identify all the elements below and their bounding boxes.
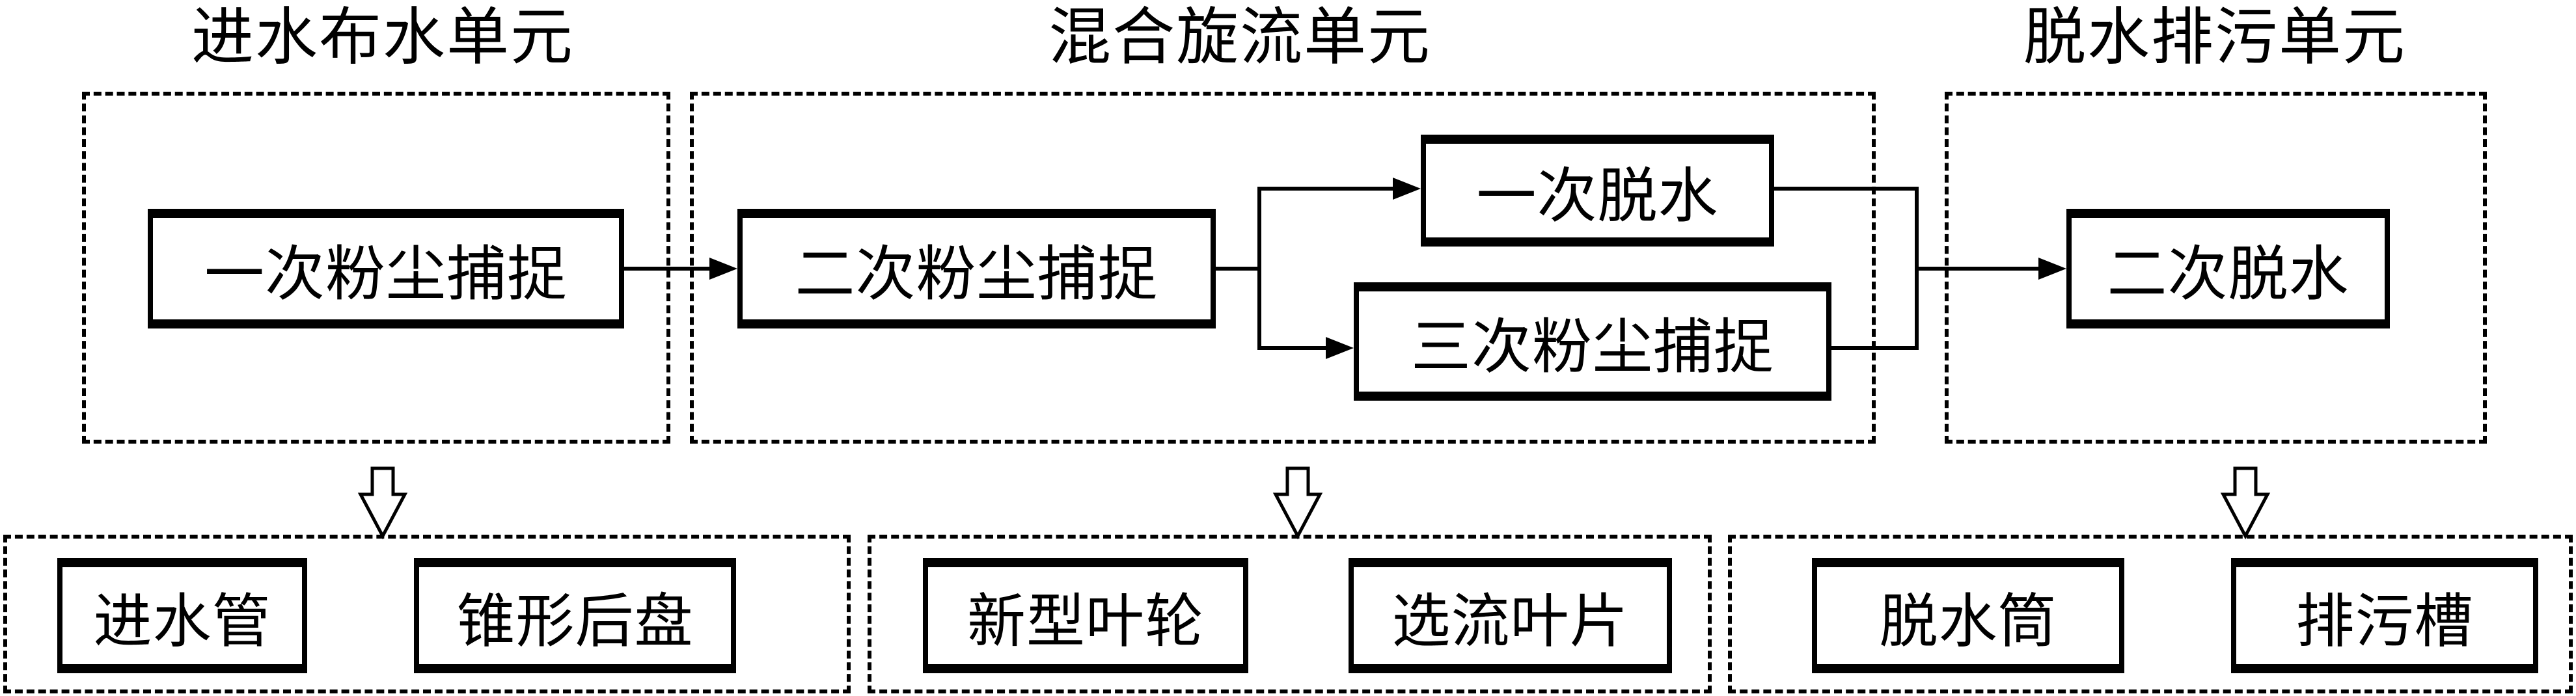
arrow-primary-to-secondary-capture [624, 258, 737, 280]
component-label: 锥形后盘 [456, 587, 694, 656]
component-label: 排污槽 [2295, 587, 2474, 656]
component-dewatering-drum: 脱水筒 [1812, 558, 2124, 673]
node-label: 一次粉尘捕捉 [204, 239, 568, 309]
node-label: 二次粉尘捕捉 [795, 239, 1158, 309]
node-label: 一次脱水 [1476, 161, 1719, 231]
branch-connector [1216, 189, 1261, 348]
node-primary-dewater: 一次脱水 [1421, 135, 1774, 247]
component-flow-selecting-blade: 选流叶片 [1349, 558, 1672, 673]
component-label: 进水管 [93, 587, 271, 656]
arrow-to-primary-dewater [1257, 178, 1421, 200]
hollow-arrow-down-icon [1272, 466, 1323, 540]
hollow-arrow-down-icon [2220, 466, 2271, 540]
node-secondary-dewater: 二次脱水 [2066, 209, 2390, 328]
arrow-to-secondary-dewater [1917, 258, 2066, 280]
component-drain-trough: 排污槽 [2231, 558, 2538, 673]
component-inlet-pipe: 进水管 [57, 558, 307, 673]
mixing-unit-title: 混合旋流单元 [1048, 1, 1431, 74]
node-label: 二次脱水 [2107, 239, 2350, 309]
node-label: 三次粉尘捕捉 [1410, 312, 1774, 382]
node-secondary-dust-capture: 二次粉尘捕捉 [737, 209, 1216, 328]
dewater-unit-title: 脱水排污单元 [2023, 1, 2406, 74]
node-primary-dust-capture: 一次粉尘捕捉 [148, 209, 624, 328]
component-label: 选流叶片 [1391, 587, 1629, 656]
arrow-to-tertiary-capture [1257, 337, 1354, 359]
dewater-components-container [1728, 535, 2573, 693]
inlet-unit-title: 进水布水单元 [191, 1, 574, 74]
component-label: 脱水筒 [1879, 587, 2057, 656]
inlet-components-container [3, 535, 851, 693]
hollow-arrow-down-icon [357, 466, 408, 540]
component-conical-back-plate: 锥形后盘 [414, 558, 736, 673]
mixing-components-container [868, 535, 1712, 693]
node-tertiary-dust-capture: 三次粉尘捕捉 [1354, 282, 1831, 401]
component-new-impeller: 新型叶轮 [923, 558, 1248, 673]
component-label: 新型叶轮 [967, 587, 1204, 656]
